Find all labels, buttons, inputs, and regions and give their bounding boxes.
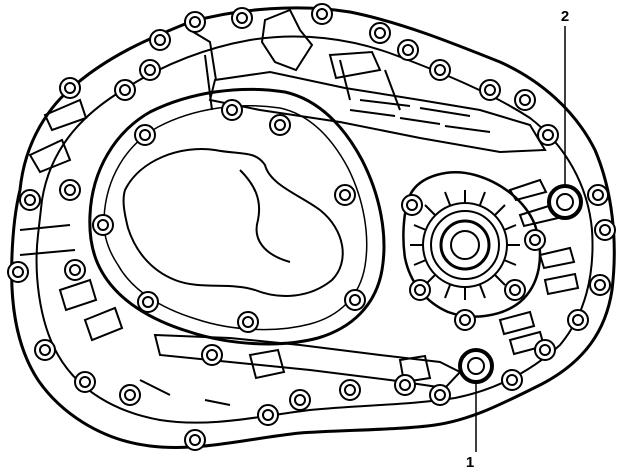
bell-housing-bolts [92,99,366,366]
callout-1-label: 1 [466,454,474,471]
flange-bolts [401,194,546,331]
top-bracket [189,29,401,111]
housing-outer-outline [10,6,616,449]
output-flange [402,171,542,318]
shift-rail-slots [349,99,491,133]
callout-2-bolt-icon [556,193,574,211]
internal-casting-rib [239,169,291,263]
top-boss-housing [260,8,382,80]
left-side-ribs [19,98,124,342]
callout-2-label: 2 [561,8,569,25]
bell-housing-cavity [88,87,386,346]
callout-1-ring [458,348,494,384]
internal-casting-web [122,148,344,297]
shift-rail-upper [208,70,547,154]
housing-flange-outline [35,35,594,424]
callout-2: 2 [547,8,583,220]
callout-1-bolt-icon [467,357,485,375]
lower-bosses [139,348,432,406]
callout-1: 1 [458,348,494,471]
callout-2-ring [547,184,583,220]
